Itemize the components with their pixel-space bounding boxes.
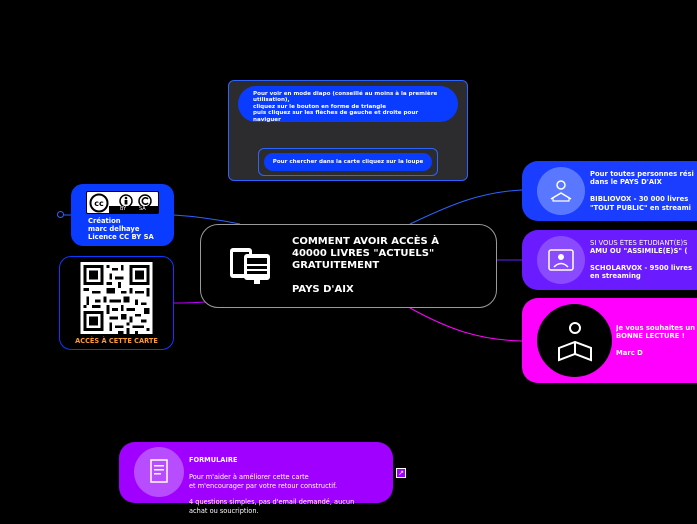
- form-description: Pour m'aider à améliorer cette carte et …: [189, 473, 355, 515]
- central-title: COMMENT AVOIR ACCÈS À 40000 LIVRES "ACTU…: [292, 236, 439, 295]
- search-tip-frame: [258, 148, 438, 176]
- creative-commons-icon: cc: [89, 193, 152, 213]
- book-reader-devices-icon: [226, 244, 276, 286]
- badge-sa: SA: [139, 206, 146, 212]
- external-link-icon[interactable]: ↗: [396, 468, 406, 478]
- form-title: FORMULAIRE: [189, 456, 238, 465]
- form-text: FORMULAIRE Pour m'aider à améliorer cett…: [189, 448, 379, 524]
- qr-caption: ACCÈS À CETTE CARTE: [75, 337, 158, 345]
- form-document-icon: [134, 447, 184, 497]
- badge-by: BY: [120, 206, 127, 212]
- collapse-toggle[interactable]: [57, 211, 64, 218]
- cc-by-sa-badge: cc BY SA: [86, 191, 159, 214]
- license-text: Création marc delhaye Licence CC BY SA: [88, 217, 154, 242]
- reading-person-icon: [537, 167, 585, 215]
- slideshow-tip[interactable]: Pour voir en mode diapo (conseillé au mo…: [238, 86, 458, 123]
- svg-text:cc: cc: [94, 199, 104, 208]
- person-reading-book-icon: [537, 304, 612, 377]
- scholarvox-top: SI VOUS ÊTES ÉTUDIANT(E)S: [590, 239, 688, 247]
- bibliovox-text: Pour toutes personnes rési dans le PAYS …: [590, 170, 694, 212]
- slideshow-tip-text: Pour voir en mode diapo (conseillé au mo…: [253, 91, 438, 123]
- search-tip[interactable]: Pour chercher dans la carte cliquez sur …: [264, 153, 432, 171]
- bonne-lecture-text: Je vous souhaites un BONNE LECTURE ! Mar…: [616, 324, 696, 358]
- search-tip-text: Pour chercher dans la carte cliquez sur …: [272, 159, 424, 165]
- scholarvox-text: AMU OU "ASSIMILÉ(E)S" ( SCHOLARVOX - 950…: [590, 247, 693, 281]
- student-tablet-icon: [537, 236, 585, 284]
- qr-code[interactable]: [80, 262, 153, 334]
